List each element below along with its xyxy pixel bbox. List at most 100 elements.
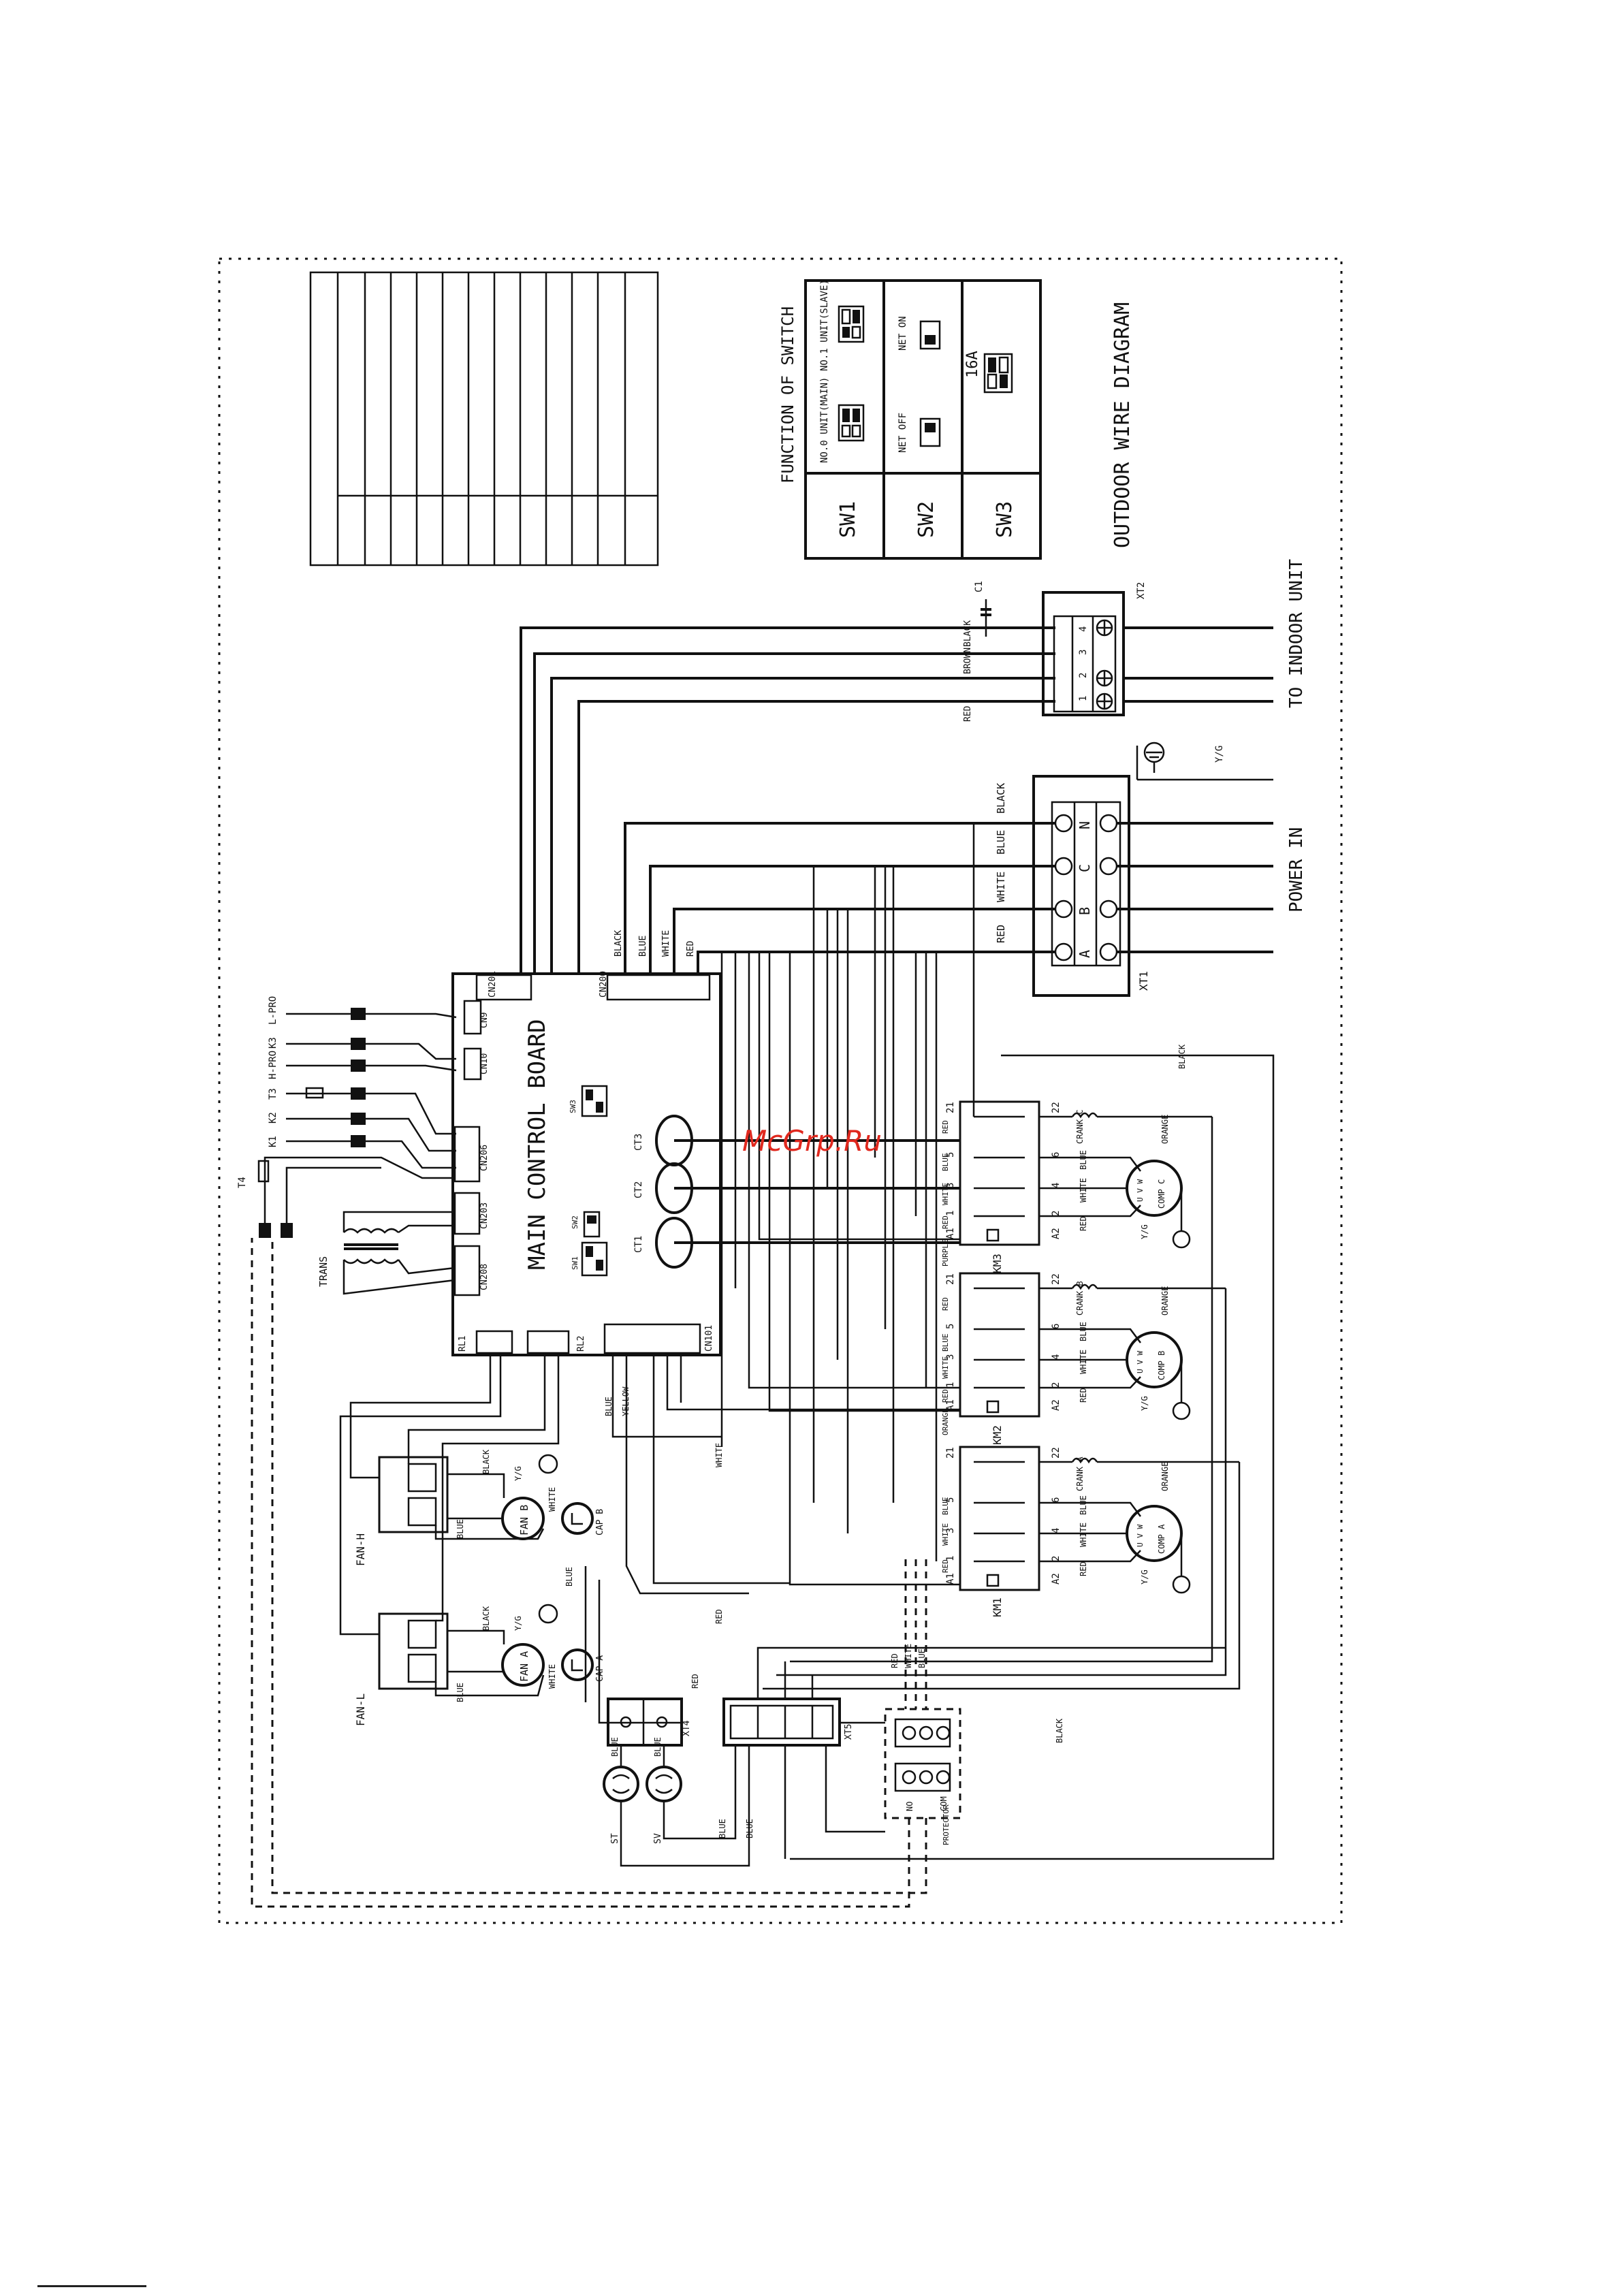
cap-b-label: CAP B	[595, 1509, 605, 1535]
km1-term-3: 3	[945, 1528, 956, 1533]
km3-wire-red: RED	[941, 1120, 950, 1134]
km2-wire-white: WHITE	[941, 1356, 950, 1379]
km2-crank-label: CRANK B	[1075, 1281, 1085, 1316]
km2-term-5: 5	[945, 1324, 956, 1329]
km1-term-a1: A1	[945, 1573, 956, 1584]
contactor-feed-wires	[720, 823, 975, 1586]
km2-label: KM2	[991, 1425, 1004, 1445]
dip-switch-icon	[838, 404, 865, 442]
fan-a-black: BLACK	[481, 1606, 491, 1631]
km2-term-22: 22	[1051, 1273, 1062, 1285]
fan-b-relay	[378, 1456, 449, 1533]
fan-a-blue: BLUE	[456, 1683, 465, 1702]
t3-thermistor-icon	[305, 1087, 324, 1099]
km2-out-blue: BLUE	[1079, 1322, 1088, 1341]
km3-coil-purple: PURPLE	[941, 1239, 950, 1267]
km1-wire-blue: BLUE	[941, 1497, 950, 1516]
cn200-wire-red: RED	[686, 940, 696, 957]
sensor-h-pro: H-PRO	[268, 1051, 278, 1079]
cn206-label: CN206	[479, 1145, 490, 1171]
cn200-label: CN200	[599, 971, 609, 998]
sw2-off-label: NET OFF	[897, 413, 908, 453]
km3-wire-red2: RED	[941, 1215, 950, 1229]
km1-term-5: 5	[945, 1497, 956, 1503]
sensor-t4: T4	[237, 1177, 248, 1188]
sw2-board-label: SW2	[571, 1215, 579, 1229]
compressor-a-icon	[1039, 1501, 1191, 1594]
sw3-16a-label: 16A	[964, 351, 981, 378]
km3-out-blue: BLUE	[1079, 1150, 1088, 1170]
xt1-wire-blue: BLUE	[995, 830, 1007, 855]
xt2-term-1: 1	[1078, 696, 1089, 701]
km2-wire-red2: RED	[941, 1389, 950, 1403]
cn101-wires	[584, 1353, 960, 1724]
sensor-connectors	[259, 1008, 366, 1238]
km2-term-6: 6	[1051, 1324, 1062, 1329]
fan-b-white: WHITE	[547, 1487, 557, 1512]
power-wires	[520, 626, 1055, 974]
st-blue-label: BLUE	[610, 1737, 620, 1757]
ct1-label: CT1	[633, 1236, 644, 1253]
km2-term-2: 2	[1051, 1382, 1062, 1388]
km3-term-a2: A2	[1051, 1228, 1062, 1239]
protector-no: NO	[905, 1802, 914, 1811]
km2-contactor	[959, 1272, 1040, 1418]
red-wire-label-2: RED	[690, 1674, 700, 1689]
km2-term-a2: A2	[1051, 1399, 1062, 1411]
xt5-label: XT5	[844, 1724, 854, 1740]
dip-switch-icon	[838, 305, 865, 343]
ct1-icon	[655, 1217, 994, 1269]
cn201-label: CN201	[488, 971, 498, 998]
dip-switch-icon	[919, 320, 941, 350]
xt1-wire-black: BLACK	[995, 783, 1007, 814]
cn208-label: CN208	[479, 1264, 490, 1290]
xt1-term-a: A	[1077, 950, 1093, 958]
km1-term-6: 6	[1051, 1497, 1062, 1503]
sensor-k2: K2	[268, 1112, 278, 1124]
xt2-terminal-block: 4 3 2 1	[1042, 591, 1125, 716]
comp-b-uvw: U V W	[1136, 1351, 1145, 1373]
cn9-label: CN9	[479, 1013, 490, 1028]
st-label: ST	[610, 1833, 620, 1844]
km3-out-white: WHITE	[1079, 1178, 1088, 1202]
xt1-term-b: B	[1077, 907, 1093, 915]
xt1-terminal-block	[1032, 775, 1130, 997]
xt1-wire-red: RED	[995, 925, 1007, 943]
km2-term-3: 3	[945, 1354, 956, 1360]
sw2-on-label: NET ON	[897, 316, 908, 351]
power-in-label: POWER IN	[1286, 827, 1307, 912]
km1-out-red: RED	[1079, 1561, 1088, 1576]
board-dip-switch-icon	[581, 1085, 608, 1117]
dip-switch-icon	[919, 417, 941, 447]
comp-a-yg: Y/G	[1140, 1570, 1149, 1584]
black-wire-label-2: BLACK	[1055, 1718, 1064, 1743]
blank-table	[309, 271, 659, 567]
km3-crank-label: CRANK C	[1075, 1109, 1085, 1144]
ct3-label: CT3	[633, 1134, 644, 1151]
valve-wires	[620, 1745, 750, 1867]
board-dip-switch-icon	[581, 1241, 608, 1277]
cap-a-label: CAP A	[595, 1655, 605, 1682]
sw1-board-label: SW1	[571, 1256, 579, 1270]
comp-c-label: COMP C	[1157, 1179, 1166, 1209]
xt1-term-n: N	[1077, 821, 1093, 829]
blue-wire-label-2: BLUE	[564, 1567, 574, 1587]
km3-contactor	[959, 1100, 1040, 1246]
t4-thermistor-icon	[257, 1160, 270, 1183]
fan-wires	[339, 1353, 560, 1697]
protector-com: COM	[939, 1796, 949, 1811]
yg-label: Y/G	[1214, 746, 1225, 763]
km3-term-21: 21	[945, 1102, 956, 1113]
sv-valve-icon	[646, 1766, 682, 1802]
km3-term-6: 6	[1051, 1152, 1062, 1158]
protector-block	[884, 1708, 961, 1819]
km1-wire-red: RED	[941, 1559, 950, 1573]
fan-b-black: BLACK	[481, 1449, 491, 1474]
sv-label: SV	[653, 1833, 663, 1844]
sv-blue-label: BLUE	[653, 1737, 663, 1757]
km1-out-white: WHITE	[1079, 1523, 1088, 1547]
km2-wire-red: RED	[941, 1297, 950, 1311]
diagram-title: OUTDOOR WIRE DIAGRAM	[1111, 302, 1134, 548]
xt4-terminal-block	[607, 1698, 683, 1747]
fan-b-blue: BLUE	[456, 1519, 465, 1539]
